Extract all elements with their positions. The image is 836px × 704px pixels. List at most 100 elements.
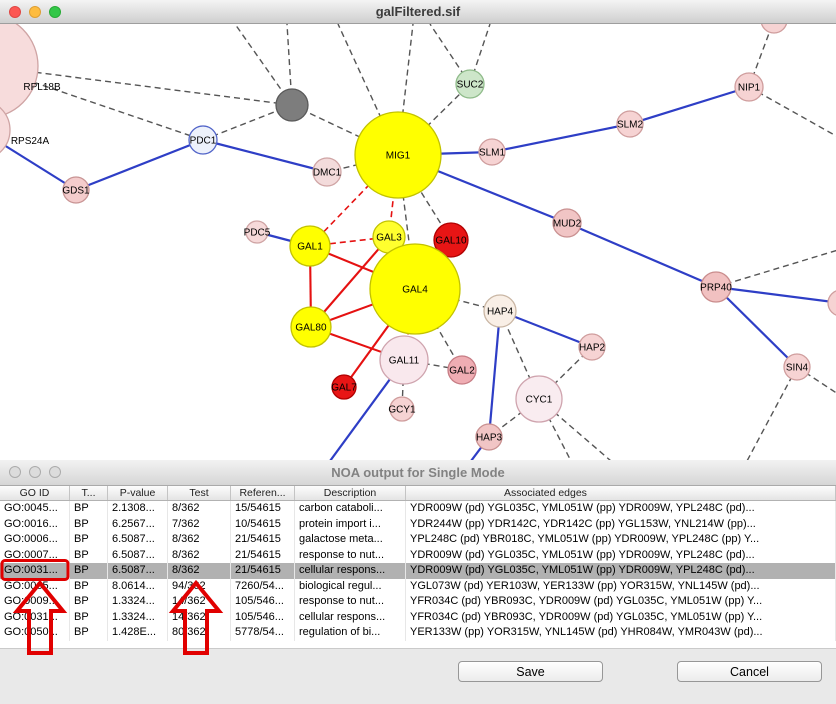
graph-edge-gray[interactable] — [397, 83, 471, 156]
node-label-HAP2: HAP2 — [579, 343, 606, 354]
node-label-SUC2: SUC2 — [457, 80, 484, 91]
node-PRP40[interactable] — [700, 271, 732, 303]
node-SLM1[interactable] — [478, 138, 506, 166]
node-MUD2[interactable] — [552, 208, 582, 238]
node-top-right-node[interactable] — [760, 24, 788, 34]
graph-edge-gray[interactable] — [796, 366, 836, 394]
cell-associated-edges: YER133W (pp) YOR315W, YNL145W (pd) YHR08… — [406, 625, 836, 641]
node-label-DMC1: DMC1 — [313, 168, 342, 179]
graph-edge-blue[interactable] — [0, 130, 77, 191]
close-button[interactable] — [9, 466, 21, 478]
node-gray-node[interactable] — [275, 88, 309, 122]
cell-description: biological regul... — [295, 578, 406, 594]
node-GAL80[interactable] — [290, 306, 332, 348]
node-SIN4[interactable] — [783, 353, 811, 381]
graph-edge-gray[interactable] — [746, 366, 798, 460]
cell-associated-edges: YDR244W (pp) YDR142C, YDR142C (pp) YGL15… — [406, 516, 836, 532]
cell-type: BP — [70, 501, 108, 517]
column-header-test[interactable]: Test — [168, 486, 231, 500]
cell-associated-edges: YPL248C (pd) YBR018C, YML051W (pp) YDR00… — [406, 532, 836, 548]
graph-edge-gray[interactable] — [748, 86, 836, 137]
node-GDS1[interactable] — [62, 176, 90, 204]
node-PDC5[interactable] — [245, 220, 269, 244]
node-RPL18B[interactable] — [0, 24, 39, 118]
minimize-button[interactable] — [29, 6, 41, 18]
node-label-GAL10: GAL10 — [435, 236, 467, 247]
column-header-go-id[interactable]: GO ID — [0, 486, 70, 500]
node-HAP3[interactable] — [475, 423, 503, 451]
node-GAL11[interactable] — [379, 335, 429, 385]
column-header-description[interactable]: Description — [295, 486, 406, 500]
node-GCY1[interactable] — [389, 396, 415, 422]
column-header-associated-edges[interactable]: Associated edges — [406, 486, 836, 500]
cell-p-value: 1.3324... — [108, 609, 168, 625]
node-label-GDS1: GDS1 — [62, 186, 90, 197]
close-button[interactable] — [9, 6, 21, 18]
graph-edge-blue[interactable] — [491, 122, 631, 154]
node-GAL2[interactable] — [447, 355, 477, 385]
cell-description: protein import i... — [295, 516, 406, 532]
graph-edge-gray[interactable] — [234, 24, 293, 106]
node-SUC2[interactable] — [455, 69, 485, 99]
graph-edge-gray[interactable] — [0, 66, 204, 141]
cell-associated-edges: YGL073W (pd) YER103W, YER133W (pp) YOR31… — [406, 578, 836, 594]
graph-edge-blue[interactable] — [715, 285, 836, 304]
node-HAP4[interactable] — [483, 294, 517, 328]
node-label-GCY1: GCY1 — [388, 405, 416, 416]
node-GAL7[interactable] — [331, 374, 357, 400]
column-header-reference[interactable]: Referen... — [231, 486, 295, 500]
graph-edge-blue[interactable] — [629, 85, 750, 126]
cell-reference: 5778/54... — [231, 625, 295, 641]
cell-test: 14/362 — [168, 594, 231, 610]
noa-window-titlebar[interactable]: NOA output for Single Mode — [0, 460, 836, 486]
graph-edge-blue[interactable] — [487, 310, 502, 438]
node-GAL4[interactable] — [369, 243, 461, 335]
network-window-titlebar[interactable]: galFiltered.sif — [0, 0, 836, 24]
node-HAP2[interactable] — [578, 333, 606, 361]
node-label-MUD2: MUD2 — [553, 219, 582, 230]
node-GAL1[interactable] — [289, 225, 331, 267]
node-NIP1[interactable] — [734, 72, 764, 102]
minimize-button[interactable] — [29, 466, 41, 478]
node-right-edge-node[interactable] — [827, 290, 836, 316]
node-label-GAL2: GAL2 — [449, 366, 475, 377]
graph-edge-blue[interactable] — [566, 221, 717, 289]
cell-associated-edges: YDR009W (pd) YGL035C, YML051W (pp) YDR00… — [406, 563, 836, 579]
cell-description: galactose meta... — [295, 532, 406, 548]
node-MIG1[interactable] — [354, 111, 442, 199]
node-PDC1[interactable] — [188, 125, 218, 155]
node-DMC1[interactable] — [312, 157, 342, 187]
graph-edge-blue[interactable] — [202, 138, 328, 174]
cell-go-id: GO:0006... — [0, 532, 70, 548]
cancel-button[interactable]: Cancel — [677, 661, 822, 682]
save-button[interactable]: Save — [458, 661, 603, 682]
column-header-type[interactable]: T... — [70, 486, 108, 500]
zoom-button[interactable] — [49, 6, 61, 18]
zoom-button[interactable] — [49, 466, 61, 478]
node-CYC1[interactable] — [515, 375, 563, 423]
noa-window-title: NOA output for Single Mode — [331, 465, 505, 480]
graph-edge-gray[interactable] — [715, 249, 836, 288]
graph-edge-blue[interactable] — [715, 286, 798, 368]
node-RPS24A[interactable] — [0, 100, 11, 160]
graph-edge-blue[interactable] — [75, 138, 204, 192]
network-window-title: galFiltered.sif — [375, 4, 461, 19]
cell-description: cellular respons... — [295, 609, 406, 625]
graph-edge-gray[interactable] — [202, 104, 293, 141]
cell-test: 7/362 — [168, 516, 231, 532]
cell-associated-edges: YFR034C (pd) YBR093C, YDR009W (pd) YGL03… — [406, 594, 836, 610]
cell-p-value: 6.2567... — [108, 516, 168, 532]
column-header-p-value[interactable]: P-value — [108, 486, 168, 500]
node-GAL10[interactable] — [433, 222, 469, 258]
node-SLM2[interactable] — [616, 110, 644, 138]
